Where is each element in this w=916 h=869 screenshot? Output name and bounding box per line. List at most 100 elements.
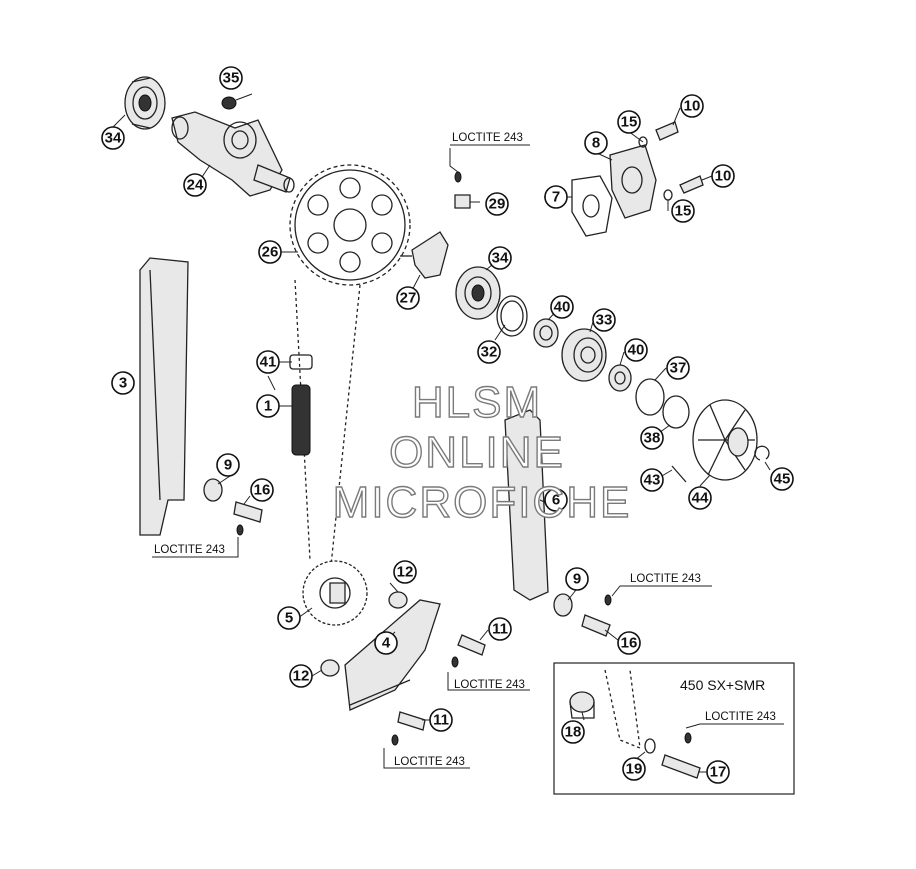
svg-text:6: 6 — [552, 492, 560, 509]
callout-12-lower[interactable]: 12 — [289, 664, 313, 688]
svg-text:37: 37 — [670, 360, 687, 377]
sleeve-18 — [569, 691, 595, 719]
svg-text:7: 7 — [552, 189, 560, 206]
svg-text:1: 1 — [264, 398, 272, 415]
callout-32[interactable]: 32 — [477, 340, 501, 364]
bolt-17 — [661, 732, 701, 779]
callout-44[interactable]: 44 — [688, 486, 712, 510]
svg-text:4: 4 — [382, 635, 391, 652]
callout-11-lower[interactable]: 11 — [429, 708, 453, 732]
bolt-11-lower — [391, 711, 426, 746]
callout-40-lower[interactable]: 40 — [624, 338, 648, 362]
loctite-note-16-right: LOCTITE 243 — [630, 573, 701, 585]
sleeve-12-upper — [388, 591, 408, 609]
svg-text:35: 35 — [223, 70, 240, 87]
svg-text:5: 5 — [285, 610, 293, 627]
svg-text:MICROFICHE: MICROFICHE — [333, 478, 632, 527]
svg-text:43: 43 — [644, 472, 661, 489]
callout-1[interactable]: 1 — [256, 394, 280, 418]
loctite-note-17: LOCTITE 243 — [705, 711, 776, 723]
callout-38[interactable]: 38 — [640, 426, 664, 450]
svg-text:LOCTITE 243: LOCTITE 243 — [705, 711, 776, 723]
timing-chain-1 — [291, 279, 361, 576]
svg-text:33: 33 — [596, 312, 613, 329]
callout-17[interactable]: 17 — [706, 760, 730, 784]
sleeve-9-left — [203, 478, 223, 502]
impeller-44 — [692, 399, 758, 481]
decompressor-27 — [400, 231, 449, 279]
svg-text:34: 34 — [105, 130, 122, 147]
callout-12-upper[interactable]: 12 — [393, 560, 417, 584]
needle-bearing-40-upper — [533, 318, 559, 348]
loctite-note-11-upper: LOCTITE 243 — [454, 679, 525, 691]
callout-41[interactable]: 41 — [256, 350, 280, 374]
callout-45[interactable]: 45 — [770, 467, 794, 491]
svg-text:11: 11 — [492, 621, 508, 638]
callout-3[interactable]: 3 — [111, 371, 135, 395]
callout-16-right[interactable]: 16 — [617, 631, 641, 655]
callout-8[interactable]: 8 — [584, 131, 608, 155]
svg-text:11: 11 — [433, 712, 449, 729]
washer-19 — [644, 738, 656, 754]
callout-10-lower[interactable]: 10 — [711, 164, 735, 188]
crank-sprocket-5 — [302, 560, 368, 626]
bolt-11-upper — [451, 634, 486, 668]
callout-10-upper[interactable]: 10 — [680, 94, 704, 118]
chain-guide-3 — [139, 257, 189, 536]
callout-4[interactable]: 4 — [374, 631, 398, 655]
sleeve-12-lower — [320, 659, 340, 677]
sleeve-9-right — [553, 593, 573, 617]
bearing-34-upper — [124, 76, 166, 130]
callout-29[interactable]: 29 — [485, 192, 509, 216]
watermark: HLSM ONLINE MICROFICHE — [332, 377, 632, 527]
bolt-10-upper — [655, 121, 679, 141]
callout-6[interactable]: 6 — [544, 488, 568, 512]
svg-text:15: 15 — [621, 114, 638, 131]
callout-18[interactable]: 18 — [561, 720, 585, 744]
svg-text:HLSM: HLSM — [412, 378, 542, 427]
callout-24[interactable]: 24 — [183, 173, 207, 197]
svg-text:29: 29 — [489, 196, 506, 213]
callout-11-upper[interactable]: 11 — [488, 617, 512, 641]
svg-text:10: 10 — [715, 168, 732, 185]
washer-15-upper — [638, 136, 648, 148]
callout-26[interactable]: 26 — [258, 240, 282, 264]
gasket-7 — [571, 175, 613, 237]
svg-text:40: 40 — [554, 299, 571, 316]
callout-40-upper[interactable]: 40 — [550, 295, 574, 319]
svg-text:12: 12 — [293, 668, 310, 685]
bearing-34-lower — [455, 266, 501, 320]
svg-text:ONLINE: ONLINE — [389, 428, 565, 477]
svg-text:40: 40 — [628, 342, 645, 359]
bolt-10-lower — [679, 175, 704, 194]
svg-text:45: 45 — [774, 471, 791, 488]
callout-37[interactable]: 37 — [666, 356, 690, 380]
svg-text:3: 3 — [119, 375, 127, 392]
callout-15-lower[interactable]: 15 — [671, 199, 695, 223]
callout-35[interactable]: 35 — [219, 66, 243, 90]
callout-7[interactable]: 7 — [544, 185, 568, 209]
callout-34-lower[interactable]: 34 — [488, 246, 512, 270]
callout-43[interactable]: 43 — [640, 468, 664, 492]
callout-19[interactable]: 19 — [622, 757, 646, 781]
callout-34-upper[interactable]: 34 — [101, 126, 125, 150]
svg-text:17: 17 — [710, 764, 727, 781]
o-ring-38 — [662, 395, 690, 429]
svg-text:24: 24 — [187, 177, 204, 194]
inset-box — [553, 662, 795, 795]
loctite-note-29: LOCTITE 243 — [452, 132, 523, 144]
screw-29 — [454, 171, 471, 209]
svg-text:LOCTITE 243: LOCTITE 243 — [454, 679, 525, 691]
nut-35 — [221, 93, 253, 110]
callout-33[interactable]: 33 — [592, 308, 616, 332]
callout-16-left[interactable]: 16 — [250, 478, 274, 502]
callout-9-right[interactable]: 9 — [565, 567, 589, 591]
callout-27[interactable]: 27 — [396, 286, 420, 310]
svg-text:10: 10 — [684, 98, 701, 115]
callout-9-left[interactable]: 9 — [216, 453, 240, 477]
callout-15-upper[interactable]: 15 — [617, 110, 641, 134]
callout-5[interactable]: 5 — [277, 606, 301, 630]
bolt-16-right — [581, 594, 612, 637]
chain-tensioner-8 — [609, 144, 657, 219]
